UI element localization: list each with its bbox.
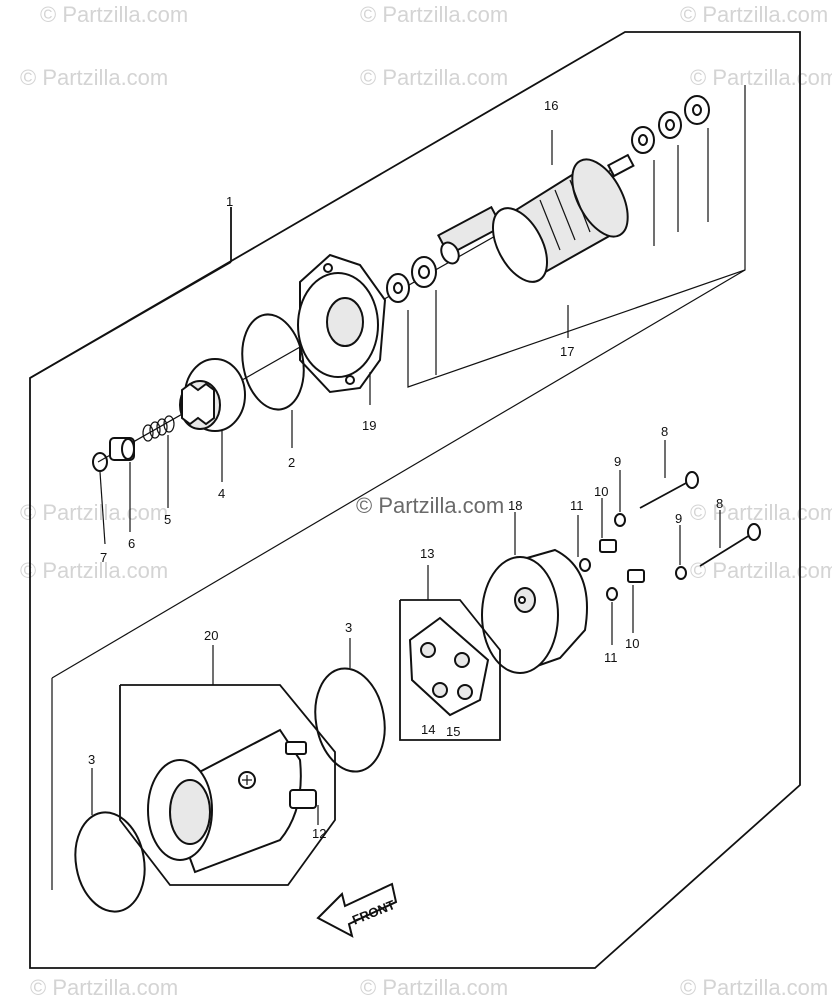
callout-20: 20	[204, 628, 218, 643]
callout-9: 9	[614, 454, 621, 469]
screw	[599, 539, 617, 553]
circlip	[92, 452, 108, 472]
callout-12: 12	[312, 826, 326, 841]
o-ring-small	[579, 558, 591, 572]
callout-16: 16	[544, 98, 558, 113]
rear-cover	[481, 512, 588, 674]
callout-1: 1	[226, 194, 233, 209]
callout-5: 5	[164, 512, 171, 527]
callout-2: 2	[288, 455, 295, 470]
callout-9: 9	[675, 511, 682, 526]
callout-11: 11	[604, 650, 618, 665]
watermark-text: © Partzilla.com	[20, 500, 168, 525]
washer-hole	[418, 265, 430, 279]
watermark-text: © Partzilla.com	[20, 558, 168, 583]
brush-holder	[408, 616, 490, 717]
watermark-text: © Partzilla.com	[680, 2, 828, 27]
o-ring	[241, 313, 305, 411]
watermark-text: © Partzilla.com	[690, 500, 832, 525]
callout-8: 8	[661, 424, 668, 439]
o-ring	[314, 667, 386, 773]
bracket-outline	[399, 599, 501, 741]
watermark-main: © Partzilla.com	[356, 493, 504, 518]
bracket-outline	[119, 684, 336, 886]
washer-hole	[692, 104, 702, 116]
watermark-text: © Partzilla.com	[360, 65, 508, 90]
callout-10: 10	[594, 484, 608, 499]
callout-labels: 1 16 17 19 2 4 5 6 7 8 9 10 11 18 8 9 11…	[88, 98, 723, 841]
stop-collar-hole	[121, 438, 135, 460]
assembly-outline	[29, 31, 801, 969]
callout-10: 10	[625, 636, 639, 651]
axis-line	[51, 269, 746, 679]
washer-hole	[665, 119, 675, 131]
watermark-text: © Partzilla.com	[690, 65, 832, 90]
yoke-housing	[147, 728, 317, 874]
callout-7: 7	[100, 550, 107, 565]
callout-13: 13	[420, 546, 434, 561]
callout-17: 17	[560, 344, 574, 359]
leader-line	[99, 471, 106, 545]
callout-11: 11	[570, 498, 584, 513]
washer	[675, 566, 687, 580]
callout-14: 14	[421, 722, 435, 737]
watermark-text: © Partzilla.com	[20, 65, 168, 90]
o-ring	[74, 811, 146, 913]
spring	[142, 415, 175, 508]
leader-line	[407, 85, 746, 388]
through-bolt	[699, 510, 761, 567]
leader-line	[29, 261, 232, 379]
washer-hole	[638, 134, 648, 146]
callout-8: 8	[716, 496, 723, 511]
washer-hole	[393, 282, 403, 294]
pinion-clutch	[179, 358, 246, 482]
watermark-text: © Partzilla.com	[690, 558, 832, 583]
washer	[614, 513, 626, 527]
callout-18: 18	[508, 498, 522, 513]
watermark-background: © Partzilla.com © Partzilla.com © Partzi…	[20, 2, 832, 1000]
callout-19: 19	[362, 418, 376, 433]
watermark-text: © Partzilla.com	[40, 2, 188, 27]
front-cover	[297, 253, 387, 405]
callout-15: 15	[446, 724, 460, 739]
through-bolt	[639, 440, 699, 509]
watermark-text: © Partzilla.com	[360, 2, 508, 27]
watermark-text: © Partzilla.com	[30, 975, 178, 1000]
callout-3: 3	[88, 752, 95, 767]
o-ring-small	[606, 587, 618, 601]
watermark-text: © Partzilla.com	[360, 975, 508, 1000]
callout-6: 6	[128, 536, 135, 551]
callout-3: 3	[345, 620, 352, 635]
armature	[436, 153, 635, 283]
callout-4: 4	[218, 486, 225, 501]
watermark-text: © Partzilla.com	[680, 975, 828, 1000]
screw	[627, 569, 645, 583]
front-direction-arrow: FRONT	[316, 882, 398, 938]
